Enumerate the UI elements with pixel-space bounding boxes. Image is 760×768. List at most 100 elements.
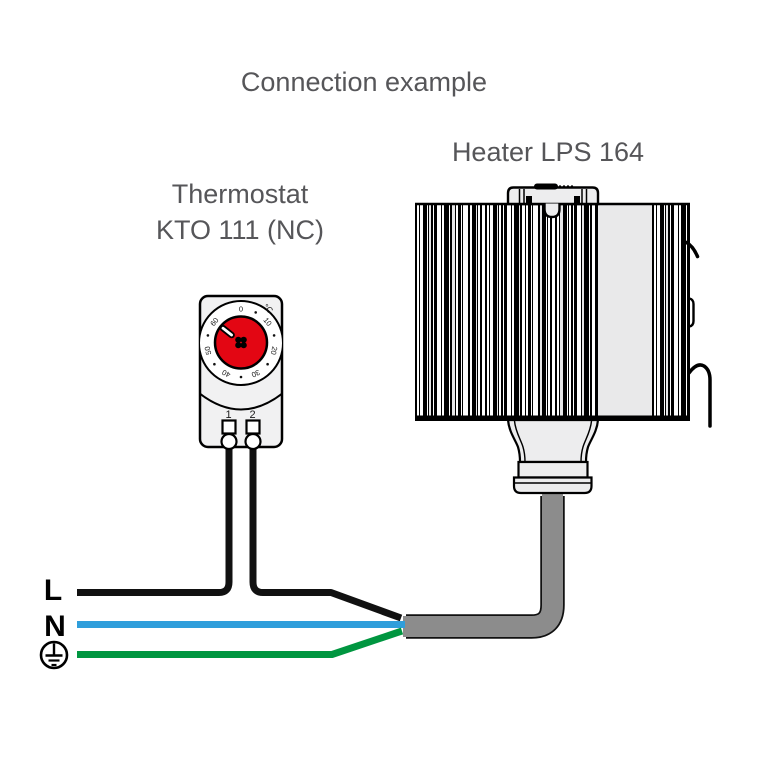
terminal1-screw (221, 419, 237, 435)
heater-fin (497, 204, 498, 416)
heater-fin (485, 204, 487, 416)
heater-fin (504, 204, 507, 416)
heater-connector (506, 418, 600, 495)
heater-fin (665, 204, 666, 416)
terminal2-screw (245, 419, 261, 435)
supply-wires (77, 446, 405, 658)
terminal1-label: 1 (225, 409, 231, 421)
terminal2-port (244, 432, 262, 451)
heater-fin (528, 204, 531, 416)
cable-outline (406, 496, 565, 639)
heater-fin (493, 204, 497, 416)
heater-fin (472, 204, 476, 416)
heater-fin (455, 204, 456, 416)
cable-body (403, 492, 563, 637)
heater-fin (574, 204, 577, 416)
heater-bottom-edge (415, 415, 690, 421)
wire-l-to-terminal1 (77, 446, 233, 596)
heater-label: Heater LPS 164 (451, 137, 645, 167)
heater-fin (671, 204, 674, 416)
heater-fin (514, 204, 519, 416)
heater-fin (520, 204, 522, 416)
heater-fin (668, 204, 670, 416)
thermostat-label-line2: KTO 111 (NC) (155, 215, 325, 245)
dial-knob[interactable] (213, 315, 269, 370)
heater-fin (547, 204, 548, 416)
thermostat-drawing: 0 10 20 30 40 50 60 °C 1 2 (198, 294, 284, 451)
dial-scale-50: 50 (203, 346, 214, 356)
heater-fin (450, 204, 452, 416)
thermostat-label-line1: Thermostat (171, 179, 309, 209)
heater-fin (480, 204, 482, 416)
heater-fin (419, 204, 420, 416)
label-n: N (44, 610, 66, 643)
heater-fin (568, 204, 569, 416)
page-title: Connection example (240, 67, 488, 97)
heater-fin (434, 204, 437, 416)
wire-terminal2-to-heater (249, 446, 403, 622)
clip-tab (534, 183, 558, 190)
heater-fin (452, 204, 455, 416)
dial-scale-0: 0 (239, 305, 243, 314)
heater-fin (429, 204, 431, 416)
heater-fin (559, 204, 560, 416)
heater-wire-hook (687, 363, 712, 428)
heater-mounting-clip (506, 183, 600, 206)
body-arc (200, 392, 282, 411)
heater-fin (489, 204, 490, 416)
dial-pointer (219, 324, 235, 339)
protective-earth-icon (39, 640, 69, 670)
dial-scale-30: 30 (250, 368, 261, 380)
heater-fins (415, 204, 690, 416)
heater-fin (571, 204, 573, 416)
heater-fin (501, 204, 503, 416)
terminal2-label: 2 (249, 409, 255, 421)
heater-side-panel (598, 204, 652, 416)
heater-drawing (415, 183, 712, 495)
heater-side-tab (684, 240, 700, 259)
heater-fin (652, 204, 654, 416)
heater-fin (476, 204, 477, 416)
heater-fin (498, 204, 499, 416)
heater-fin (519, 204, 520, 416)
dial-scale-40: 40 (221, 368, 232, 380)
heater-notch (543, 203, 561, 219)
heater-fin (542, 204, 546, 416)
dial-screw (235, 336, 247, 349)
heater-fin (540, 204, 542, 416)
heater-fin (462, 204, 463, 416)
heater-fin (468, 204, 470, 416)
heater-fin (666, 204, 668, 416)
thermostat-label: Thermostat KTO 111 (NC) (156, 176, 324, 248)
heater-fin (555, 204, 557, 416)
wire-earth (77, 627, 404, 658)
heater-fin (678, 204, 679, 416)
heater-fin (525, 204, 526, 416)
label-l: L (44, 574, 62, 607)
heater-fin (584, 204, 589, 416)
heater-fin (563, 204, 567, 416)
heater-fin (660, 204, 664, 416)
heater-fin (458, 204, 461, 416)
terminal1-port (220, 432, 238, 451)
heater-fin (428, 204, 429, 416)
heater-fin (595, 204, 598, 416)
heater-fin (415, 204, 417, 416)
dial-scale-20: 20 (269, 346, 280, 356)
heater-fin (511, 204, 512, 416)
heater-fin (687, 204, 690, 416)
heater-fin (560, 204, 563, 416)
heater-fin (431, 204, 433, 416)
heater-fin (538, 204, 540, 416)
heater-fin (656, 204, 657, 416)
heater-fin (441, 204, 442, 416)
heater-fin (477, 204, 478, 416)
heater-side-bracket (689, 297, 695, 328)
heater-fin (550, 204, 552, 416)
heater-fin (581, 204, 582, 416)
heater-fin (681, 204, 686, 416)
heater-fin (532, 204, 533, 416)
heater-cable (403, 492, 565, 639)
heater-fin (582, 204, 584, 416)
